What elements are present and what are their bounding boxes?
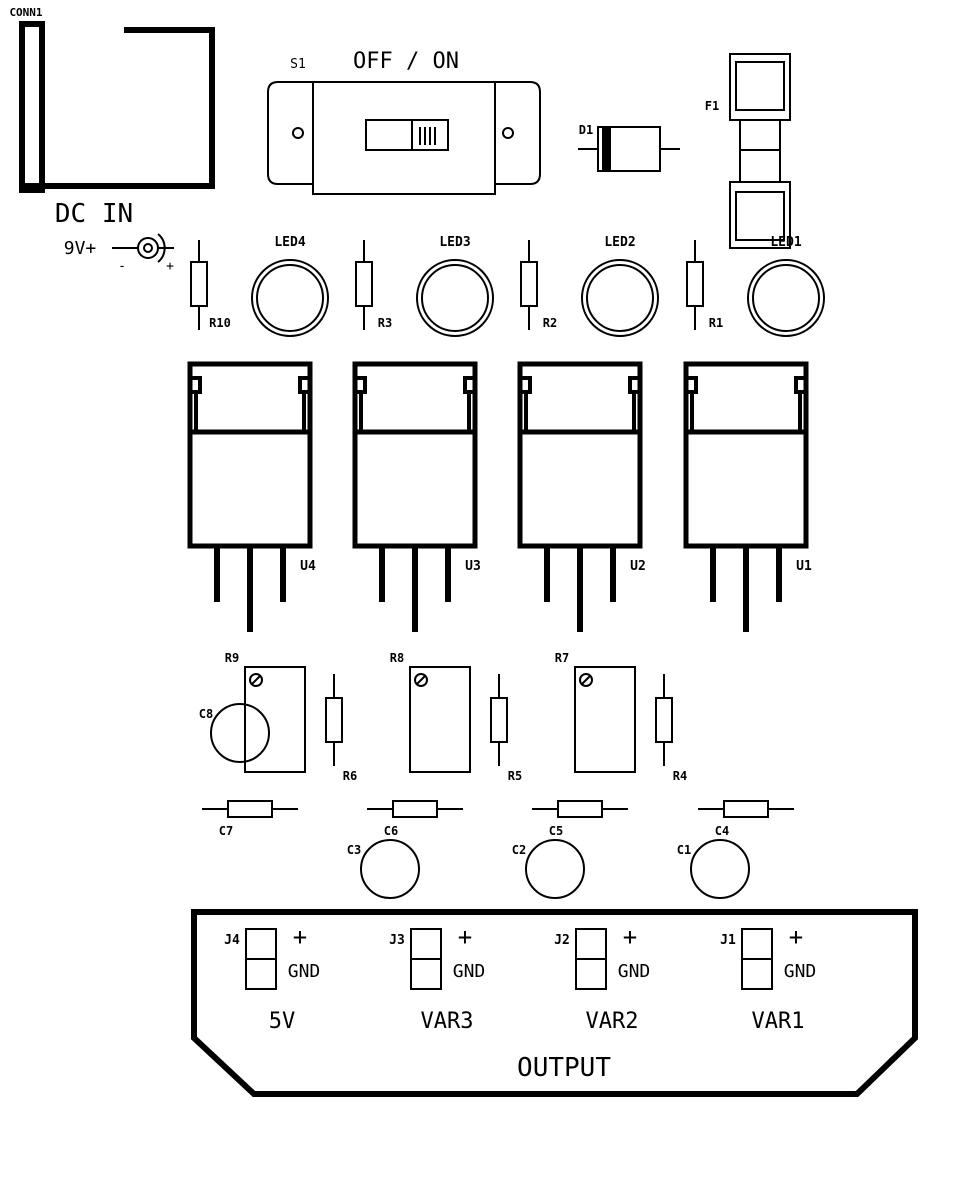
fuse-holder [729,53,791,249]
output-terminal-1 [245,928,277,990]
power-switch [267,81,541,195]
terminal-ref-label: J1 [720,933,736,948]
trimmer-2 [409,666,508,773]
electrolytic-cap-label: C2 [512,843,526,857]
regulator-3 [517,361,643,632]
bypass-cap-4 [698,800,794,818]
regulator-label: U3 [465,559,481,574]
regulator-label: U1 [796,559,812,574]
bypass-cap-2 [367,800,463,818]
regulator-label: U4 [300,559,316,574]
jack-minus-label: - [118,259,126,274]
bypass-cap-label: C6 [384,824,398,838]
led-label: LED2 [604,235,635,250]
terminal-name-label: VAR1 [752,1009,805,1034]
electrolytic-cap-1 [210,703,270,763]
led-resistor-label: R2 [543,316,557,330]
bypass-cap-label: C4 [715,824,729,838]
led-2 [355,240,494,337]
led-3 [520,240,659,337]
electrolytic-cap-4 [690,839,750,899]
adj-resistor-label: R5 [508,769,522,783]
output-terminal-3 [575,928,607,990]
regulator-2 [352,361,478,632]
diode-label: D1 [579,123,593,137]
electrolytic-cap-3 [525,839,585,899]
switch-ref-label: S1 [290,57,306,72]
electrolytic-cap-label: C1 [677,843,691,857]
connector-label: CONN1 [9,6,42,19]
terminal-plus-label: + [293,923,307,951]
bypass-cap-label: C5 [549,824,563,838]
diode-d1 [578,126,680,172]
switch-text-label: OFF / ON [353,49,459,74]
bypass-cap-1 [202,800,298,818]
regulator-1 [187,361,313,632]
terminal-name-label: VAR3 [421,1009,474,1034]
regulator-4 [683,361,809,632]
led-resistor-label: R1 [709,316,723,330]
terminal-plus-label: + [623,923,637,951]
terminal-gnd-label: GND [784,961,817,982]
output-terminal-2 [410,928,442,990]
terminal-gnd-label: GND [618,961,651,982]
terminal-plus-label: + [458,923,472,951]
trimmer-label: R8 [390,651,404,665]
terminal-gnd-label: GND [288,961,321,982]
bypass-cap-3 [532,800,628,818]
terminal-plus-label: + [789,923,803,951]
regulator-label: U2 [630,559,646,574]
trimmer-1 [244,666,343,773]
electrolytic-cap-label: C8 [199,707,213,721]
terminal-name-label: 5V [269,1009,296,1034]
led-label: LED3 [439,235,470,250]
trimmer-3 [574,666,673,773]
adj-resistor-label: R4 [673,769,687,783]
voltage-label: 9V+ [64,238,97,259]
terminal-ref-label: J2 [554,933,570,948]
led-4 [686,240,825,337]
trimmer-label: R7 [555,651,569,665]
bypass-cap-label: C7 [219,824,233,838]
terminal-ref-label: J4 [224,933,240,948]
trimmer-label: R9 [225,651,239,665]
dc-in-label: DC IN [55,199,133,229]
led-resistor-label: R3 [378,316,392,330]
led-1 [190,240,329,337]
output-terminal-4 [741,928,773,990]
led-label: LED4 [274,235,305,250]
electrolytic-cap-label: C3 [347,843,361,857]
terminal-name-label: VAR2 [586,1009,639,1034]
fuse-label: F1 [705,99,719,113]
electrolytic-cap-2 [360,839,420,899]
output-label: OUTPUT [517,1053,611,1083]
led-resistor-label: R10 [209,316,231,330]
dc-jack-connector [19,21,215,263]
jack-plus-label: + [166,259,174,274]
adj-resistor-label: R6 [343,769,357,783]
terminal-gnd-label: GND [453,961,486,982]
led-label: LED1 [770,235,801,250]
output-block [191,909,918,1097]
terminal-ref-label: J3 [389,933,405,948]
